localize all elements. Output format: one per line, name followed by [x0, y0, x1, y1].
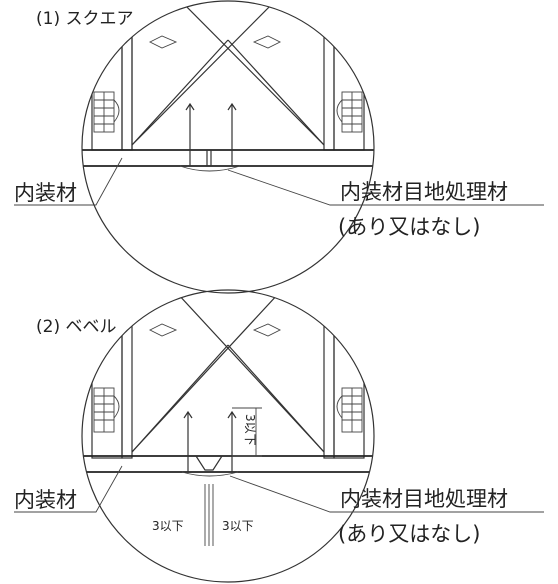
joint-leader	[227, 169, 544, 206]
board-label: 内装材	[14, 181, 77, 205]
board-leader-2	[14, 465, 123, 513]
joint-treatment-label: 内装材目地処理材	[340, 180, 508, 204]
detail-bevel: (2) ベベル	[14, 289, 544, 583]
joint-treatment-note: (あり又はなし)	[338, 215, 480, 239]
joint-leader-2	[229, 475, 544, 513]
detail-square-circle	[81, 0, 375, 294]
dim-right-label: 3以下	[222, 519, 254, 533]
detail-bevel-heading: (2) ベベル	[36, 317, 116, 337]
dim-vertical-label: 3以下	[243, 414, 257, 446]
detail-bevel-circle	[81, 289, 375, 583]
detail-square: (1) スクエア	[14, 0, 544, 294]
detail-bevel-interior	[82, 290, 374, 477]
dim-left-label: 3以下	[152, 519, 184, 533]
board-leader	[14, 157, 123, 206]
joint-treatment-note-2: (あり又はなし)	[338, 522, 480, 546]
detail-square-heading: (1) スクエア	[36, 9, 133, 29]
detail-square-interior	[82, 1, 374, 172]
joint-treatment-label-2: 内装材目地処理材	[340, 487, 508, 511]
board-label-2: 内装材	[14, 488, 77, 512]
